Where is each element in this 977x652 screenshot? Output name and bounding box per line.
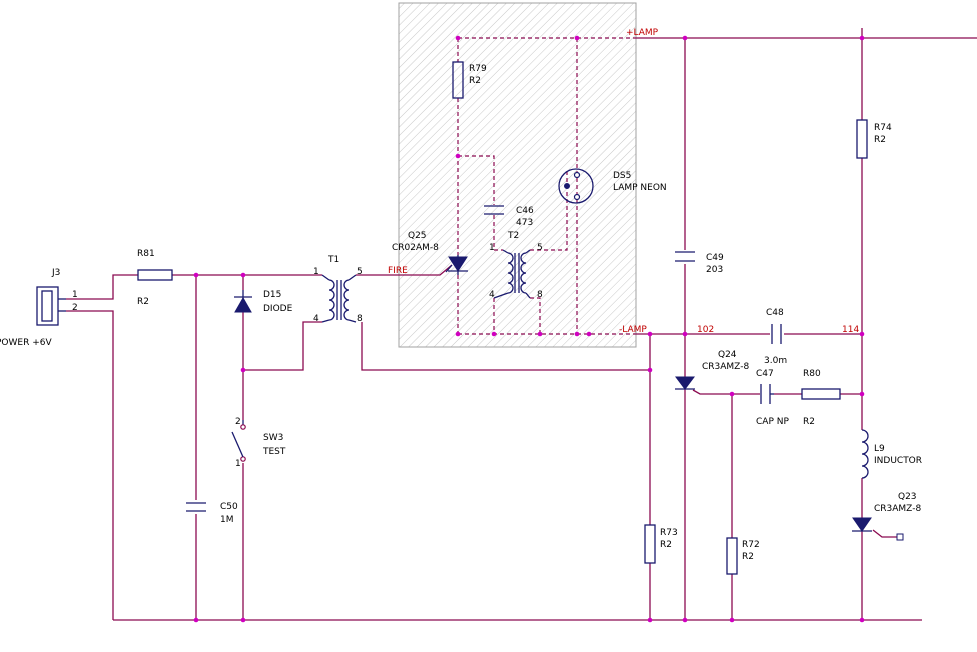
r74-value: R2: [874, 135, 886, 145]
d15-ref: D15: [263, 290, 281, 300]
wires: [66, 28, 977, 621]
c50-ref: C50: [220, 502, 238, 512]
net-102-label: 102: [697, 325, 714, 335]
t1-pin1: 1: [313, 267, 319, 277]
r72-ref: R72: [742, 540, 760, 550]
scr-q25: Q25 CR02AM-8: [392, 231, 468, 275]
t1-ref: T1: [327, 255, 339, 265]
q23-value: CR3AMZ-8: [874, 504, 921, 514]
transformer-t1: T1 1 4 5 8: [313, 255, 363, 324]
c49-ref: C49: [706, 253, 724, 263]
resistor-r74: R74 R2: [856, 119, 892, 159]
r81-value: R2: [137, 297, 149, 307]
r81-ref: R81: [137, 249, 155, 259]
t2-ref: T2: [507, 231, 519, 241]
l9-ref: L9: [874, 444, 885, 454]
t2-pin1: 1: [489, 243, 495, 253]
t2-pin4: 4: [489, 290, 495, 300]
r79-value: R2: [469, 76, 481, 86]
r80-value: R2: [803, 417, 815, 427]
c49-value: 203: [706, 265, 723, 275]
capacitor-c48: C48 3.0m: [764, 308, 787, 366]
r73-value: R2: [660, 540, 672, 550]
q24-value: CR3AMZ-8: [702, 362, 749, 372]
inductor-l9: L9 INDUCTOR: [861, 429, 922, 479]
sw3-pin1: 1: [235, 459, 241, 469]
resistor-r72: R72 R2: [726, 537, 760, 575]
c47-ref: C47: [756, 369, 774, 379]
l9-value: INDUCTOR: [874, 456, 922, 466]
t1-pin5: 5: [357, 267, 363, 277]
c47-value: CAP NP: [756, 417, 789, 427]
j3-value: POWER +6V: [0, 338, 52, 348]
r73-ref: R73: [660, 528, 678, 538]
t1-pin8: 8: [357, 314, 363, 324]
d15-value: DIODE: [263, 304, 293, 314]
switch-sw3: 2 1 SW3 TEST: [231, 417, 286, 469]
r74-ref: R74: [874, 123, 892, 133]
scr-q24: Q24 CR3AMZ-8: [675, 350, 749, 390]
scr-q23: Q23 CR3AMZ-8: [852, 492, 921, 541]
lamp-neg-net-label: -LAMP: [619, 325, 647, 335]
q25-ref: Q25: [408, 231, 427, 241]
t2-pin5: 5: [537, 243, 543, 253]
sw3-pin2: 2: [235, 417, 241, 427]
r79-ref: R79: [469, 64, 487, 74]
c46-ref: C46: [516, 206, 534, 216]
j3-ref: J3: [51, 268, 60, 278]
fire-net-label: FIRE: [388, 266, 408, 276]
transformer-t2: T2 1 4 5 8: [489, 231, 543, 300]
connector-j3: J3 1 2 POWER +6V: [0, 268, 78, 348]
ds5-ref: DS5: [613, 171, 631, 181]
resistor-r80: R80 R2: [801, 369, 841, 427]
j3-pin2: 2: [72, 303, 78, 313]
capacitor-c47: C47 CAP NP: [756, 369, 789, 427]
c48-ref: C48: [766, 308, 784, 318]
lamp-module-region: [398, 2, 637, 348]
t1-pin4: 4: [313, 314, 319, 324]
ds5-value: LAMP NEON: [613, 183, 667, 193]
capacitor-c46: C46 473: [484, 205, 534, 228]
t2-pin8: 8: [537, 290, 543, 300]
neon-lamp-ds5: DS5 LAMP NEON: [558, 168, 667, 204]
lamp-pos-net-label: +LAMP: [626, 28, 659, 38]
capacitor-c50: C50 1M: [186, 502, 238, 525]
sw3-ref: SW3: [263, 433, 283, 443]
resistor-r73: R73 R2: [644, 524, 678, 564]
c50-value: 1M: [220, 515, 234, 525]
lamp-module-wires: [457, 37, 637, 335]
junction-dots: [193, 35, 865, 623]
resistor-r81: R81 R2: [137, 249, 173, 307]
q25-value: CR02AM-8: [392, 243, 439, 253]
r72-value: R2: [742, 552, 754, 562]
sw3-value: TEST: [262, 447, 286, 457]
diode-d15: D15 DIODE: [234, 290, 293, 314]
net-114-label: 114: [842, 325, 859, 335]
resistor-r79: R79 R2: [452, 61, 487, 99]
q23-ref: Q23: [898, 492, 917, 502]
c46-value: 473: [516, 218, 533, 228]
q24-ref: Q24: [718, 350, 737, 360]
capacitor-c49: C49 203: [675, 251, 724, 275]
j3-pin1: 1: [72, 290, 78, 300]
c48-value: 3.0m: [764, 356, 787, 366]
r80-ref: R80: [803, 369, 821, 379]
